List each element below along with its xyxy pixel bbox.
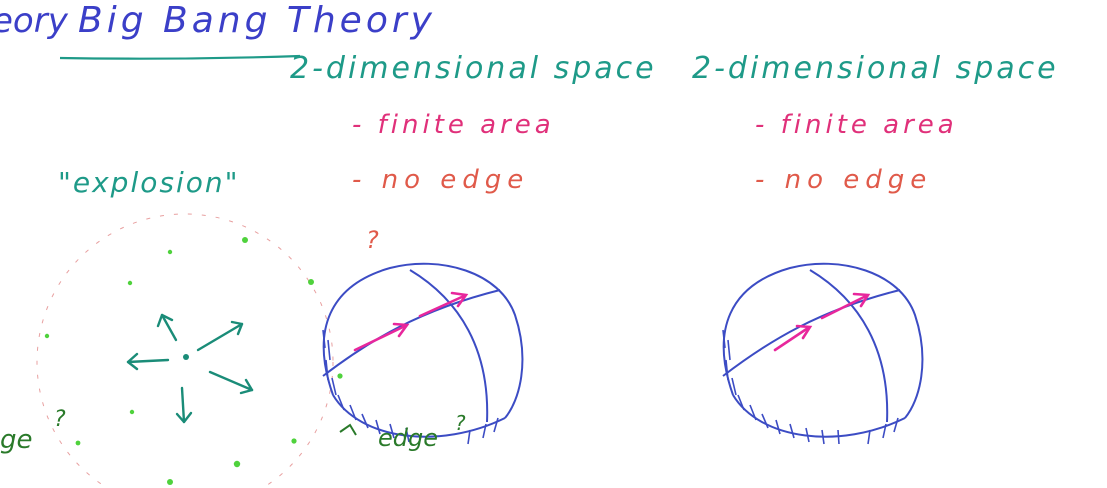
radial-arrows-icon bbox=[126, 313, 254, 424]
explosion-label: "explosion" bbox=[58, 166, 239, 199]
title-prefix: eory bbox=[0, 1, 69, 41]
path-arrows bbox=[773, 292, 871, 352]
column-left: 2-dimensional space - finite area - no e… bbox=[290, 51, 657, 195]
question-mark: ? bbox=[455, 411, 466, 435]
expansion-boundary bbox=[36, 213, 334, 488]
sphere-meridian bbox=[809, 269, 889, 423]
edge-pointer bbox=[339, 423, 357, 436]
column-heading: 2-dimensional space bbox=[290, 51, 657, 86]
sphere-shading bbox=[722, 329, 899, 445]
edge-label-sphere: edge bbox=[378, 424, 438, 452]
galaxy-dot bbox=[167, 249, 173, 255]
bullet-no-edge: - no edge bbox=[755, 165, 932, 195]
galaxy-dot bbox=[75, 440, 81, 446]
galaxy-dot bbox=[44, 333, 50, 339]
question-mark: ? bbox=[366, 226, 379, 254]
sphere-bottom bbox=[732, 394, 906, 438]
galaxy-dots bbox=[44, 237, 343, 485]
sphere-shading bbox=[322, 329, 499, 445]
question-mark: ? bbox=[54, 407, 66, 432]
path-arrows bbox=[353, 291, 469, 352]
galaxy-dot bbox=[242, 237, 248, 243]
bullet-finite-area: - finite area bbox=[755, 110, 958, 140]
sphere-outline bbox=[322, 262, 524, 419]
title-underline bbox=[59, 54, 301, 60]
galaxy-dot bbox=[308, 279, 314, 285]
galaxy-dot bbox=[291, 438, 297, 444]
galaxy-dot bbox=[129, 409, 135, 415]
sphere-outline bbox=[722, 262, 924, 419]
page-title: Big Bang Theory bbox=[78, 0, 436, 41]
sphere-great-circle bbox=[722, 289, 901, 377]
column-right: 2-dimensional space - finite area - no e… bbox=[692, 51, 1059, 195]
sphere-meridian bbox=[409, 269, 489, 423]
bullet-no-edge: - no edge bbox=[352, 165, 529, 195]
explosion-diagram: ? ge bbox=[0, 213, 343, 488]
title-group: eory Big Bang Theory bbox=[0, 0, 436, 60]
bullet-finite-area: - finite area bbox=[352, 110, 555, 140]
column-heading: 2-dimensional space bbox=[692, 51, 1059, 86]
galaxy-dot bbox=[167, 479, 173, 485]
sphere-icon: ? bbox=[322, 226, 524, 452]
sphere-great-circle bbox=[322, 289, 501, 377]
galaxy-dot bbox=[337, 373, 343, 379]
explosion-center bbox=[183, 354, 189, 360]
galaxy-dot bbox=[127, 280, 133, 286]
galaxy-dot bbox=[233, 460, 241, 468]
sphere-icon bbox=[722, 262, 924, 445]
edge-label-left: ge bbox=[0, 425, 33, 455]
sphere-bottom bbox=[332, 394, 506, 438]
